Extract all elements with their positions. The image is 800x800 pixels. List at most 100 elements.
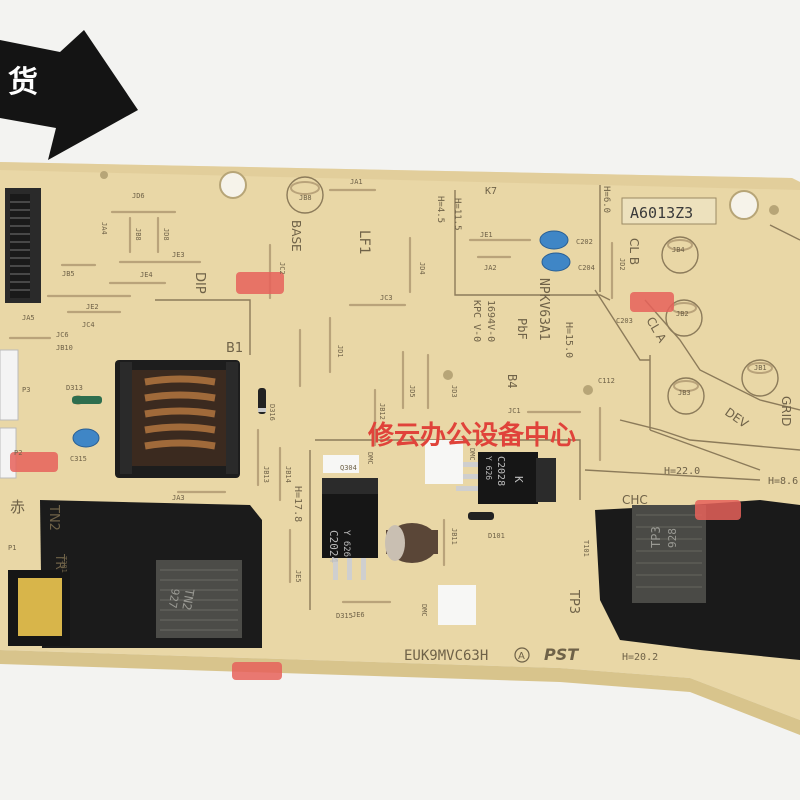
wire-loops xyxy=(290,181,773,392)
label-d315: D315 xyxy=(336,612,353,620)
label-tp3: TP3 xyxy=(566,589,581,614)
jumper-label: JB13 xyxy=(262,466,270,483)
coil-left-number: 927 xyxy=(166,587,182,609)
height-15-0: H=15.0 xyxy=(563,322,574,358)
jumper-label: JB8 xyxy=(134,228,142,241)
jumper-label: JE5 xyxy=(294,570,302,583)
model-circle-a: A xyxy=(518,651,525,662)
flame-rating: 1694V-0 xyxy=(485,300,496,342)
height-4-5: H=4.5 xyxy=(435,196,445,223)
model-bottom: EUK9MVC63H xyxy=(404,648,488,664)
jumper-label: JA1 xyxy=(350,178,363,186)
label-q304: Q304 xyxy=(340,464,357,472)
transformer-tn2 xyxy=(8,500,262,648)
label-k7: K7 xyxy=(485,186,497,197)
label-d101: D101 xyxy=(488,532,505,540)
label-b1: B1 xyxy=(226,341,243,356)
jumper-label: JC1 xyxy=(508,407,521,415)
height-6-0: H=6.0 xyxy=(601,186,611,213)
label-p2: P2 xyxy=(14,449,22,457)
watermark-text: 修云办公设备中心 xyxy=(367,420,576,451)
label-c315: C315 xyxy=(70,455,87,463)
ceramic-capacitors xyxy=(72,230,571,448)
label-chc: CHC xyxy=(622,493,648,507)
label-d316: D316 xyxy=(268,404,276,421)
jumper-label: JC3 xyxy=(380,294,393,302)
label-t301: T301 xyxy=(60,556,68,573)
red-logos xyxy=(10,272,741,680)
jumper-label: JD2 xyxy=(618,258,626,271)
jumper-label: JD8 xyxy=(162,228,170,241)
label-dmc-3: DMC xyxy=(468,448,476,461)
height-22-0: H=22.0 xyxy=(664,466,700,477)
transistor-right-line2: C2028 xyxy=(495,456,506,486)
component-labels: C202 C204 C203 C112 C315 D313 D316 D315 … xyxy=(8,194,767,620)
label-tr: TR xyxy=(53,553,67,570)
jumper-label: JB11 xyxy=(450,528,458,545)
jumper-label: JE4 xyxy=(140,271,153,279)
label-jb2: JB2 xyxy=(676,310,689,318)
stamp-text: A6013Z3 xyxy=(630,204,693,222)
label-lf1: LF1 xyxy=(356,230,372,255)
jumper-label: JA4 xyxy=(100,222,108,235)
label-red-char: 赤 xyxy=(10,498,25,516)
label-jb1: JB1 xyxy=(754,364,767,372)
label-jb4: JB4 xyxy=(672,246,685,254)
arrow-sticker: 货 xyxy=(0,30,138,160)
mounting-holes xyxy=(73,171,779,405)
jumper-label: JC2 xyxy=(278,262,286,275)
part-markings: C2024 Y 626 K C2028 Y 626 TN2 927 TP3 92… xyxy=(166,456,679,611)
jumper-wires xyxy=(8,188,614,604)
label-d313: D313 xyxy=(66,384,83,392)
jumper-label: JE3 xyxy=(172,251,185,259)
jumper-label: JE1 xyxy=(480,231,493,239)
jumper-label: JD3 xyxy=(450,385,458,398)
label-dmc-2: DMC xyxy=(420,604,428,617)
label-p3: P3 xyxy=(22,386,30,394)
jumper-label: JB14 xyxy=(284,466,292,483)
height-17-8: H=17.8 xyxy=(292,486,303,522)
label-grid: GRID xyxy=(779,396,793,426)
jumper-label: JA2 xyxy=(484,264,497,272)
part-number: NPKV63A1 xyxy=(536,278,551,341)
height-8-6: H=8.6 xyxy=(768,476,798,487)
jumper-labels: JD6 JB8 JD8 JA4 JB5 JE4 JE3 JE2 JC4 JC6 … xyxy=(22,178,626,619)
brand-logo: PST xyxy=(544,645,579,664)
arrow-sticker-text: 货 xyxy=(8,65,38,100)
label-c203: C203 xyxy=(616,317,633,325)
jumper-label: JD6 xyxy=(132,192,145,200)
label-c202: C202 xyxy=(576,238,593,246)
jumper-label: JE2 xyxy=(86,303,99,311)
label-dip: DIP xyxy=(192,272,207,294)
jb-circles xyxy=(286,176,779,415)
silkscreen-outlines xyxy=(39,185,800,610)
jumper-label: JD1 xyxy=(336,345,344,358)
jumper-label: JA3 xyxy=(172,494,185,502)
jumper-label: JB10 xyxy=(56,344,73,352)
transistor-right-line1: K xyxy=(512,476,525,483)
label-cl-b: CL B xyxy=(627,238,641,265)
pbf-label: PbF xyxy=(515,318,529,340)
jumper-label: JE6 xyxy=(352,611,365,619)
coil-right-number: 928 xyxy=(666,528,679,548)
jumper-label: JC6 xyxy=(56,331,69,339)
jumper-label: JA5 xyxy=(22,314,35,322)
coil-left-label: TN2 xyxy=(179,587,197,611)
transistor-left xyxy=(322,478,378,580)
jumper-label: JB5 xyxy=(62,270,75,278)
transformer-tp3 xyxy=(595,500,800,660)
transistor-right-line3: Y 626 xyxy=(484,456,493,480)
label-tn2: TN2 xyxy=(46,504,61,531)
jumper-label: JD4 xyxy=(418,262,426,275)
height-11-5: H=11.5 xyxy=(452,198,462,231)
label-c204: C204 xyxy=(578,264,595,272)
white-pads xyxy=(323,440,476,625)
ribbon-connector xyxy=(5,188,41,303)
transistor-left-line2: Y 626 xyxy=(341,530,351,557)
diodes xyxy=(72,388,494,520)
jumper-label: JC4 xyxy=(82,321,95,329)
electrolytic-capacitor xyxy=(385,523,438,563)
transistor-left-line1: C2024 xyxy=(327,530,340,563)
label-t101: T101 xyxy=(582,540,590,557)
